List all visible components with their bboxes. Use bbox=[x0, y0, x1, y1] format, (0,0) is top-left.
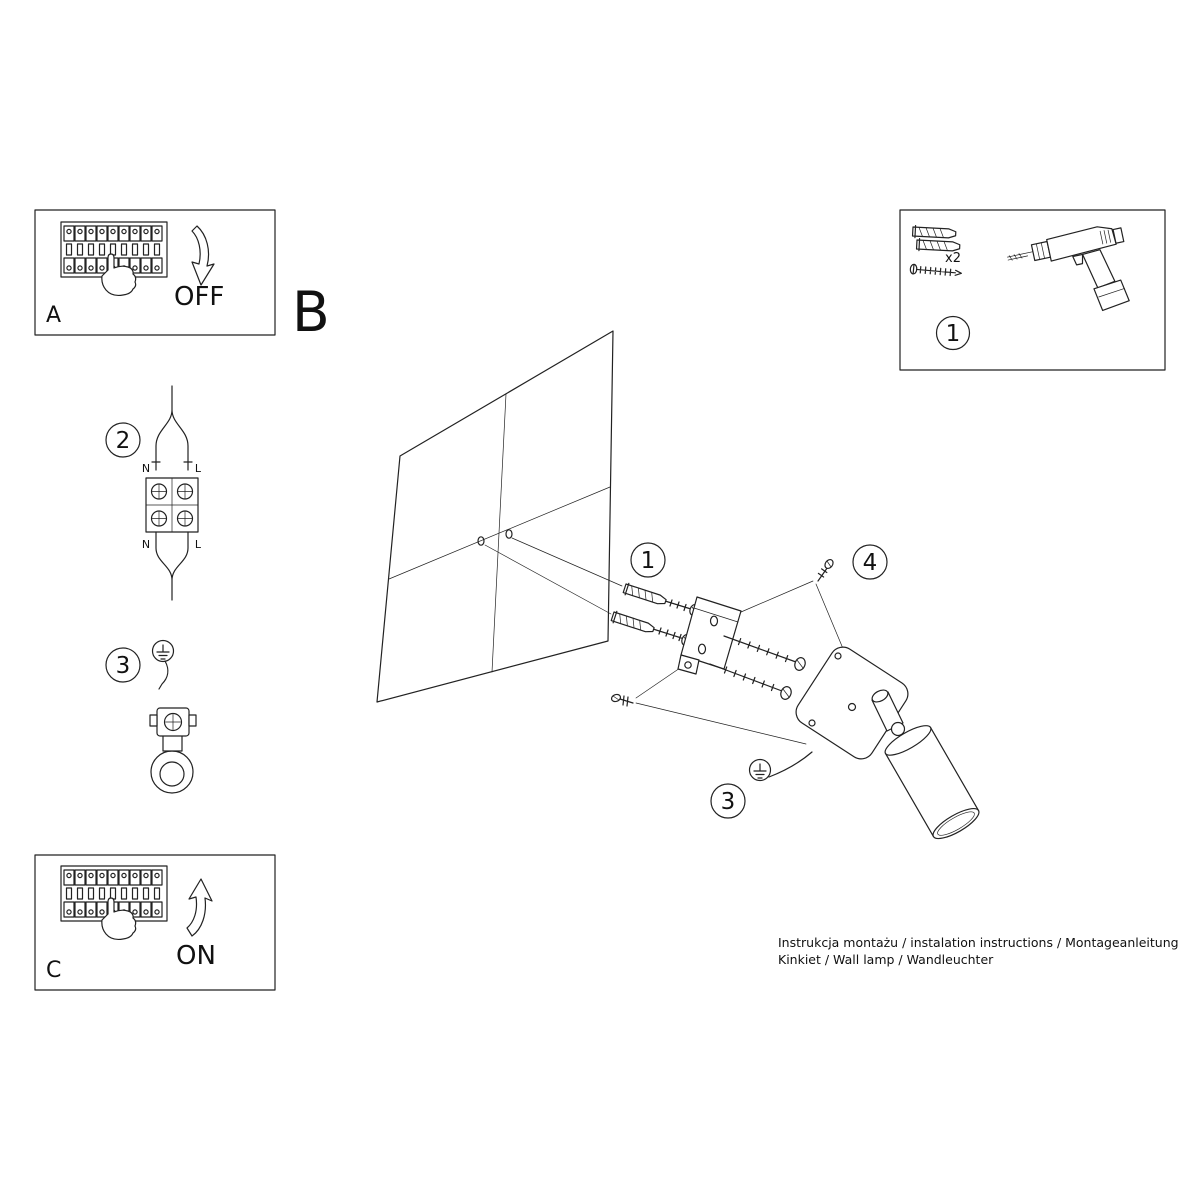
wire-label-l-bottom: L bbox=[195, 538, 202, 551]
small-screw-bottom bbox=[610, 693, 634, 707]
on-label: ON bbox=[176, 941, 216, 971]
wall-plug-with-screw-b bbox=[610, 609, 691, 646]
quantity-label: x2 bbox=[945, 251, 961, 266]
alignment-lines bbox=[484, 537, 845, 745]
ground-step-left: 3 bbox=[105, 639, 197, 794]
lamp-back-plate bbox=[795, 646, 909, 760]
wire-label-l-top: L bbox=[195, 462, 202, 475]
screw-icon bbox=[909, 263, 962, 277]
off-label: OFF bbox=[174, 282, 224, 312]
lamp-ground-wire bbox=[768, 751, 813, 778]
power-off-box: OFF A bbox=[34, 209, 276, 336]
wire-label-n-bottom: N bbox=[142, 538, 150, 551]
arrow-up-icon bbox=[186, 878, 213, 937]
section-b-label: B bbox=[292, 280, 330, 344]
ground-symbol-icon bbox=[151, 639, 175, 663]
lamp-shade bbox=[884, 725, 980, 840]
svg-text:1: 1 bbox=[946, 321, 961, 347]
small-screw-top bbox=[817, 558, 834, 582]
wire-bottom bbox=[155, 531, 189, 601]
long-screw-2 bbox=[709, 663, 792, 700]
terminal-block-icon bbox=[145, 477, 199, 533]
power-on-box: ON C bbox=[34, 854, 276, 991]
svg-text:1: 1 bbox=[641, 548, 656, 574]
kit-box: x2 1 bbox=[899, 209, 1166, 371]
lamp-arm bbox=[871, 689, 906, 737]
long-screw-1 bbox=[723, 635, 806, 671]
wall bbox=[376, 330, 614, 703]
box-a-label: A bbox=[46, 303, 61, 328]
wiring-step: 2 N L N L bbox=[105, 385, 202, 601]
mounting-bracket bbox=[677, 596, 742, 675]
drill-icon bbox=[1007, 226, 1130, 312]
box-c-label: C bbox=[46, 958, 61, 983]
footer-line-2: Kinkiet / Wall lamp / Wandleuchter bbox=[778, 952, 994, 967]
svg-text:3: 3 bbox=[721, 789, 736, 815]
step-3-lamp-badge: 3 bbox=[710, 783, 746, 819]
lamp-ground-symbol-icon bbox=[748, 758, 772, 782]
wire-top bbox=[151, 385, 193, 471]
svg-text:2: 2 bbox=[116, 428, 131, 454]
svg-text:4: 4 bbox=[863, 550, 878, 576]
exploded-view: 1 4 bbox=[376, 330, 980, 840]
step-1-wall-badge: 1 bbox=[630, 542, 666, 578]
step-4-badge: 4 bbox=[852, 544, 888, 580]
step-2-badge: 2 bbox=[105, 422, 141, 458]
footer-line-1: Instrukcja montażu / instalation instruc… bbox=[778, 935, 1179, 950]
step-3-badge: 3 bbox=[105, 647, 141, 683]
step-1-kit-badge: 1 bbox=[935, 315, 971, 351]
arrow-down-icon bbox=[191, 225, 215, 286]
ground-wire bbox=[158, 660, 169, 690]
wire-label-n-top: N bbox=[142, 462, 150, 475]
ground-clamp-icon bbox=[149, 707, 197, 794]
footer-text: Instrukcja montażu / instalation instruc… bbox=[778, 935, 1179, 967]
wall-plug-with-screw-a bbox=[622, 581, 699, 616]
svg-text:3: 3 bbox=[116, 653, 131, 679]
